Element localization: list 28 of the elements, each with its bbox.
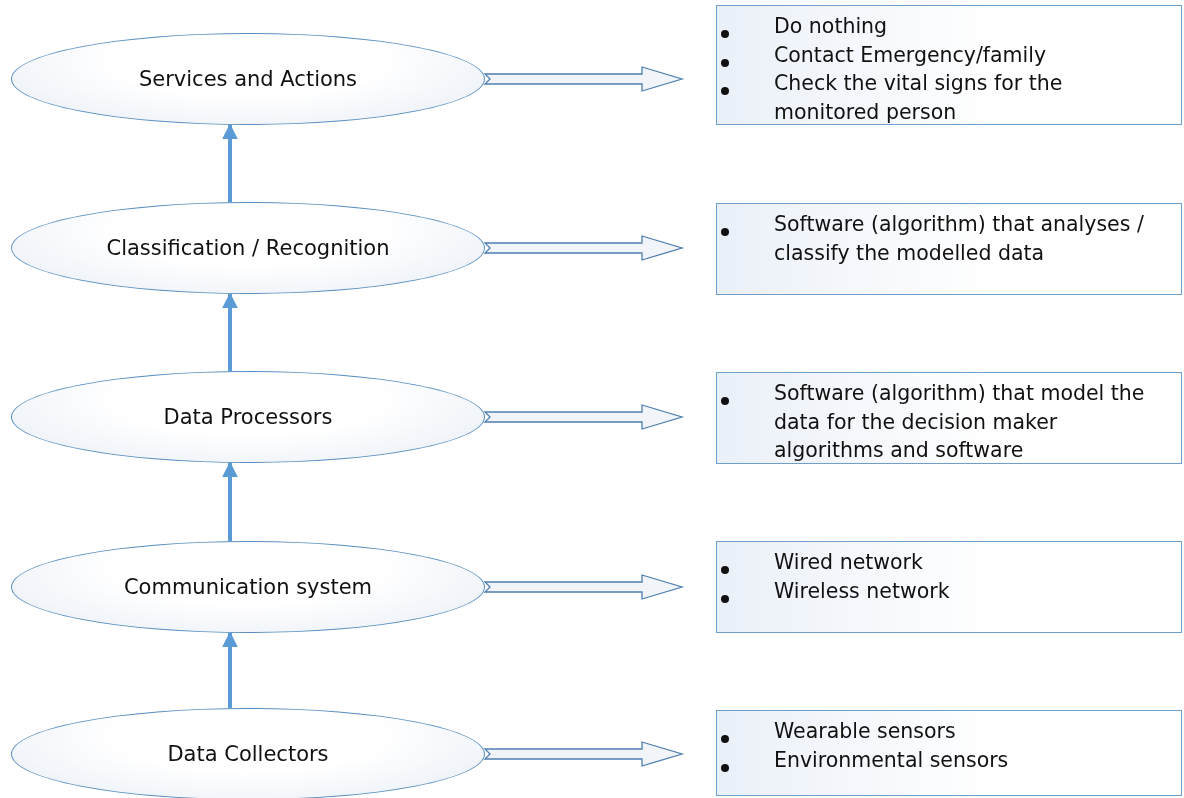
bullet-item: Contact Emergency/family	[774, 41, 1048, 69]
description-box	[716, 541, 1182, 633]
bullet-item: Do nothing	[774, 13, 889, 40]
bullet-item: Wearable sensors	[774, 718, 957, 745]
block-arrow	[483, 404, 685, 430]
description-box	[716, 203, 1182, 295]
node-label: Communication system	[123, 575, 373, 599]
node-label: Services and Actions	[138, 67, 358, 91]
block-arrow	[483, 66, 685, 92]
description-box	[716, 710, 1182, 796]
bullet-item: Software (algorithm) that model the data for the decision maker algorithms and software	[774, 380, 1146, 464]
node-label: Data Processors	[163, 405, 333, 429]
bullet-item: Wireless network	[774, 577, 951, 605]
bullet-item: Check the vital signs for the monitored person	[774, 70, 1064, 126]
description-box	[716, 5, 1182, 125]
description-box	[716, 372, 1182, 464]
arrow	[222, 292, 238, 371]
bullet-item: Environmental sensors	[774, 746, 1010, 774]
node-label: Data Collectors	[167, 742, 329, 766]
arrow	[222, 461, 238, 541]
node-label: Classification / Recognition	[106, 236, 390, 260]
bullet-item: Software (algorithm) that analyses / classify the modelled data	[774, 211, 1145, 267]
block-arrow	[483, 741, 685, 767]
arrow	[222, 123, 238, 202]
arrow	[222, 631, 238, 708]
block-arrow	[483, 235, 685, 261]
bullet-item: Wired network	[774, 549, 924, 576]
block-arrow	[483, 574, 685, 600]
